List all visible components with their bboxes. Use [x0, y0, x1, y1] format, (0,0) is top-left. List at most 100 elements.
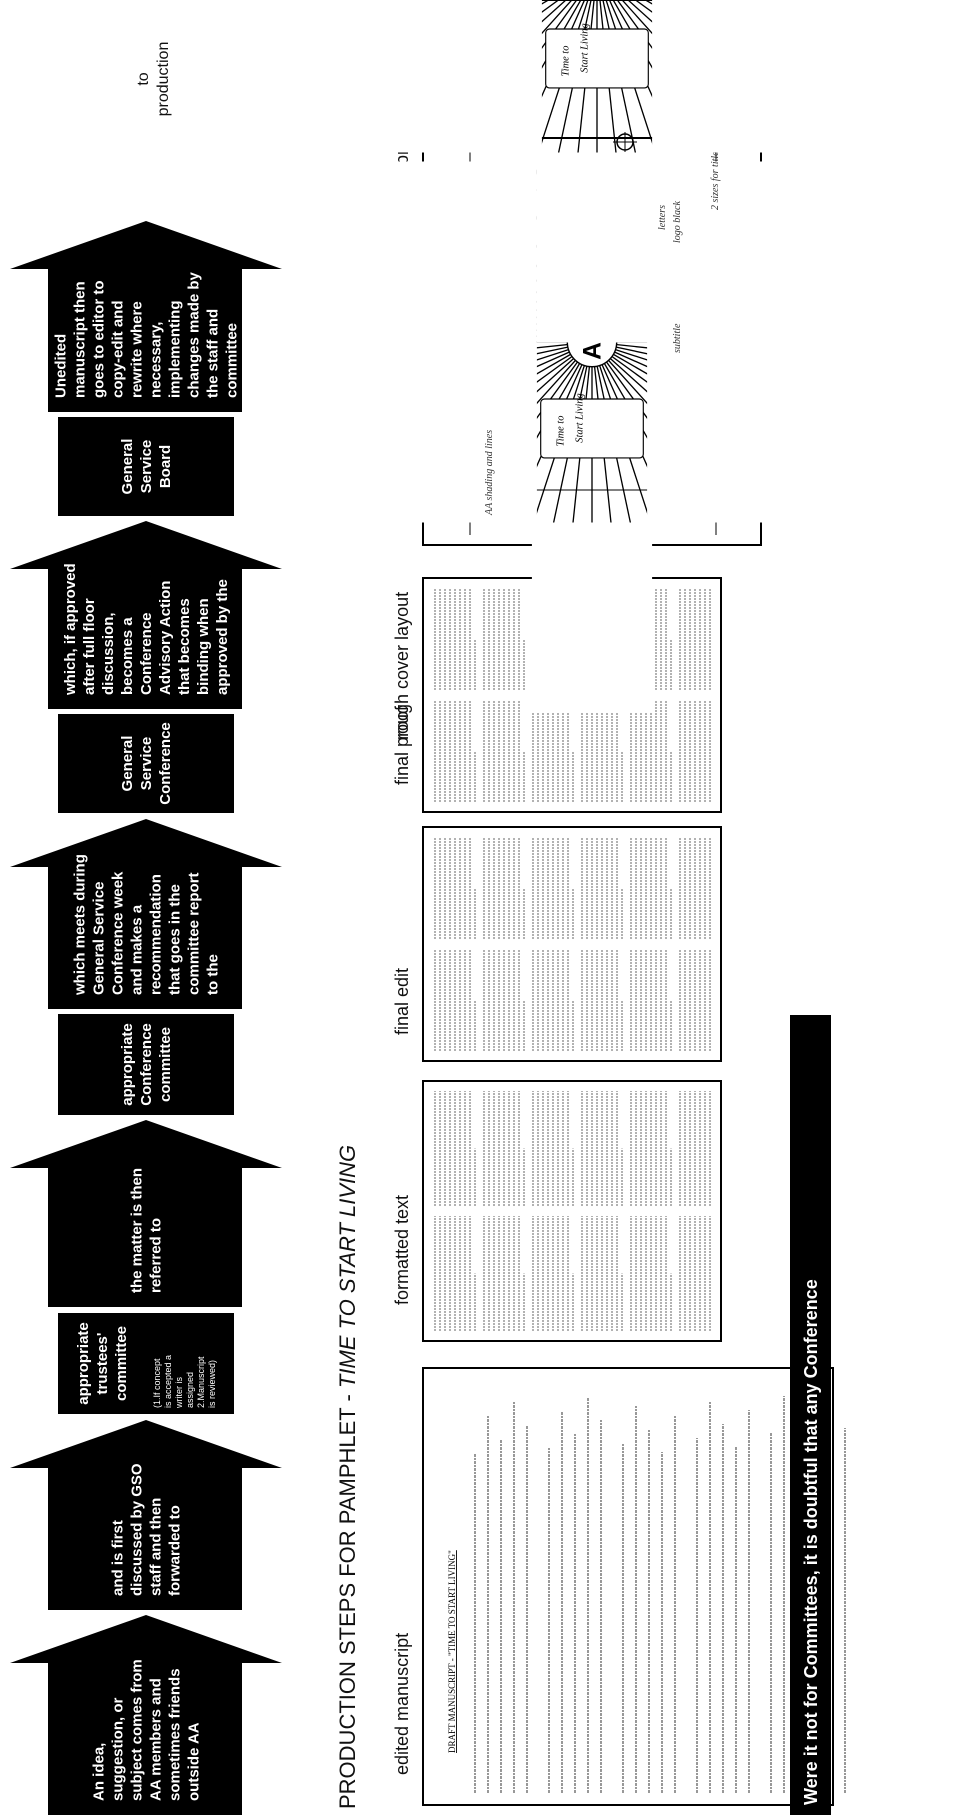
flow-step-note: writer is	[174, 1377, 184, 1409]
doc-label-5: rough cover layout	[392, 592, 412, 740]
flow-step-text: to the	[205, 954, 222, 995]
cover-title-line1: Time to	[561, 46, 572, 77]
flow-step-text: committee	[113, 1326, 130, 1401]
flow-arrow-shape	[10, 1120, 282, 1307]
section-title-italic: TIME TO START LIVING	[335, 1145, 360, 1388]
flow-step-text: after full floor	[81, 598, 98, 695]
doc-label-3: final edit	[392, 968, 412, 1035]
flow-step-text: which, if approved	[62, 563, 79, 696]
flow-step-note: is reviewed)	[207, 1360, 217, 1408]
flow-step-text: manuscript then	[72, 281, 89, 398]
flow-step-text: Conference	[157, 722, 174, 805]
rough-note-logo: logo black	[672, 201, 683, 243]
doc-label-1: edited manuscript	[392, 1633, 412, 1775]
formatted-text-page	[422, 1080, 722, 1342]
flow-step-text: forwarded to	[167, 1505, 184, 1596]
flow-step-text: Service	[138, 737, 155, 790]
svg-text:production: production	[155, 42, 172, 117]
flow-step-text: the matter is then	[129, 1168, 146, 1293]
flow-step-text: General	[119, 439, 136, 495]
flow-box-shape	[58, 1014, 234, 1115]
flow-step-text: sometimes friends	[167, 1668, 184, 1801]
registration-mark-icon	[613, 132, 637, 152]
flow-step-text: recommendation	[148, 874, 165, 995]
flow-step-text: the staff and	[205, 309, 222, 398]
rough-note-left: AA shading and lines	[484, 430, 495, 516]
flow-step-text: Board	[157, 445, 174, 488]
flow-step-text: discussion,	[100, 612, 117, 695]
flow-step-text: committee	[157, 1027, 174, 1102]
footer-text: Were it not for Committees, it is doubtf…	[801, 1279, 821, 1805]
flow-step-text: copy-edit and	[110, 300, 127, 398]
rough-note-title: 2 sizes for title	[710, 151, 721, 210]
flow-step-text: General	[119, 736, 136, 792]
flow-step-text: and makes a	[129, 904, 146, 995]
flow-step-text: Conference	[138, 1023, 155, 1106]
flow-step-text: Service	[138, 440, 155, 493]
rough-note-letters: letters	[657, 205, 668, 230]
flow-step-text: referred to	[148, 1218, 165, 1293]
footer-banner: Were it not for Committees, it is doubtf…	[790, 1015, 831, 1815]
flow-step-text: rewrite where	[129, 301, 146, 398]
flow-step-text: committee report	[186, 872, 203, 995]
flow-step-note: assigned	[185, 1372, 195, 1408]
flow-step-text: that becomes	[176, 598, 193, 695]
final-edit-page	[422, 826, 722, 1062]
cover-title-line2: Start Living	[575, 393, 586, 442]
flow-step-text: becomes a	[119, 617, 136, 695]
flow-step-text: appropriate	[75, 1322, 92, 1405]
flow-step-text: and is first	[110, 1520, 127, 1596]
flow-step-text: approved by the	[214, 579, 231, 695]
flow-step-text: changes made by	[186, 271, 203, 398]
flow-step-text: discussed by GSO	[129, 1463, 146, 1596]
cover-title-line2: Start Living	[580, 23, 591, 72]
flow-step-text: Advisory Action	[157, 581, 174, 695]
flow-step-text: General Service	[91, 882, 108, 995]
flow-box-shape	[58, 1313, 234, 1414]
doc-label-2: formatted text	[392, 1195, 412, 1305]
edited-manuscript: DRAFT MANUSCRIPT - "TIME TO START LIVING…	[422, 1367, 846, 1806]
flow-step-text: Conference week	[110, 871, 127, 995]
flow-arrow-shape	[10, 521, 282, 709]
flow-arrow-shape	[10, 1615, 282, 1815]
flow-step-text: implementing	[167, 300, 184, 398]
flow-step-text: necessary,	[148, 322, 165, 398]
rough-note-subtitle: subtitle	[672, 323, 683, 353]
flow-step-text: committee	[224, 323, 241, 398]
flow-step-text: goes to editor to	[91, 281, 108, 399]
svg-text:to: to	[135, 72, 152, 85]
flow-step-text: AA members and	[148, 1678, 165, 1801]
flow-step-note: (1.If concept	[152, 1358, 162, 1408]
flow-step-text: outside AA	[186, 1722, 203, 1801]
flow-step-text: staff and then	[148, 1498, 165, 1596]
flow-box-shape	[58, 714, 234, 813]
section-title-text: PRODUCTION STEPS FOR PAMPHLET -	[335, 1388, 360, 1809]
flow-step-note: 2.Manuscript	[196, 1356, 206, 1408]
flow-step-text: trustees'	[94, 1333, 111, 1395]
flow-step-text: subject comes from	[129, 1659, 146, 1801]
footer-bar	[790, 1015, 831, 1815]
flow-step-text: suggestion, or	[110, 1698, 127, 1802]
flow-step-text: which meets during	[72, 854, 89, 996]
section-title: PRODUCTION STEPS FOR PAMPHLET - TIME TO …	[335, 1145, 360, 1809]
flow-arrow-shape	[10, 1420, 282, 1610]
flow-step-text: An idea,	[91, 1743, 108, 1801]
flow-step-note: is accepted a	[163, 1355, 173, 1408]
flow-arrow-shape	[10, 819, 282, 1009]
cover-title-line1: Time to	[556, 416, 567, 447]
flow-arrow-shape	[10, 221, 282, 412]
